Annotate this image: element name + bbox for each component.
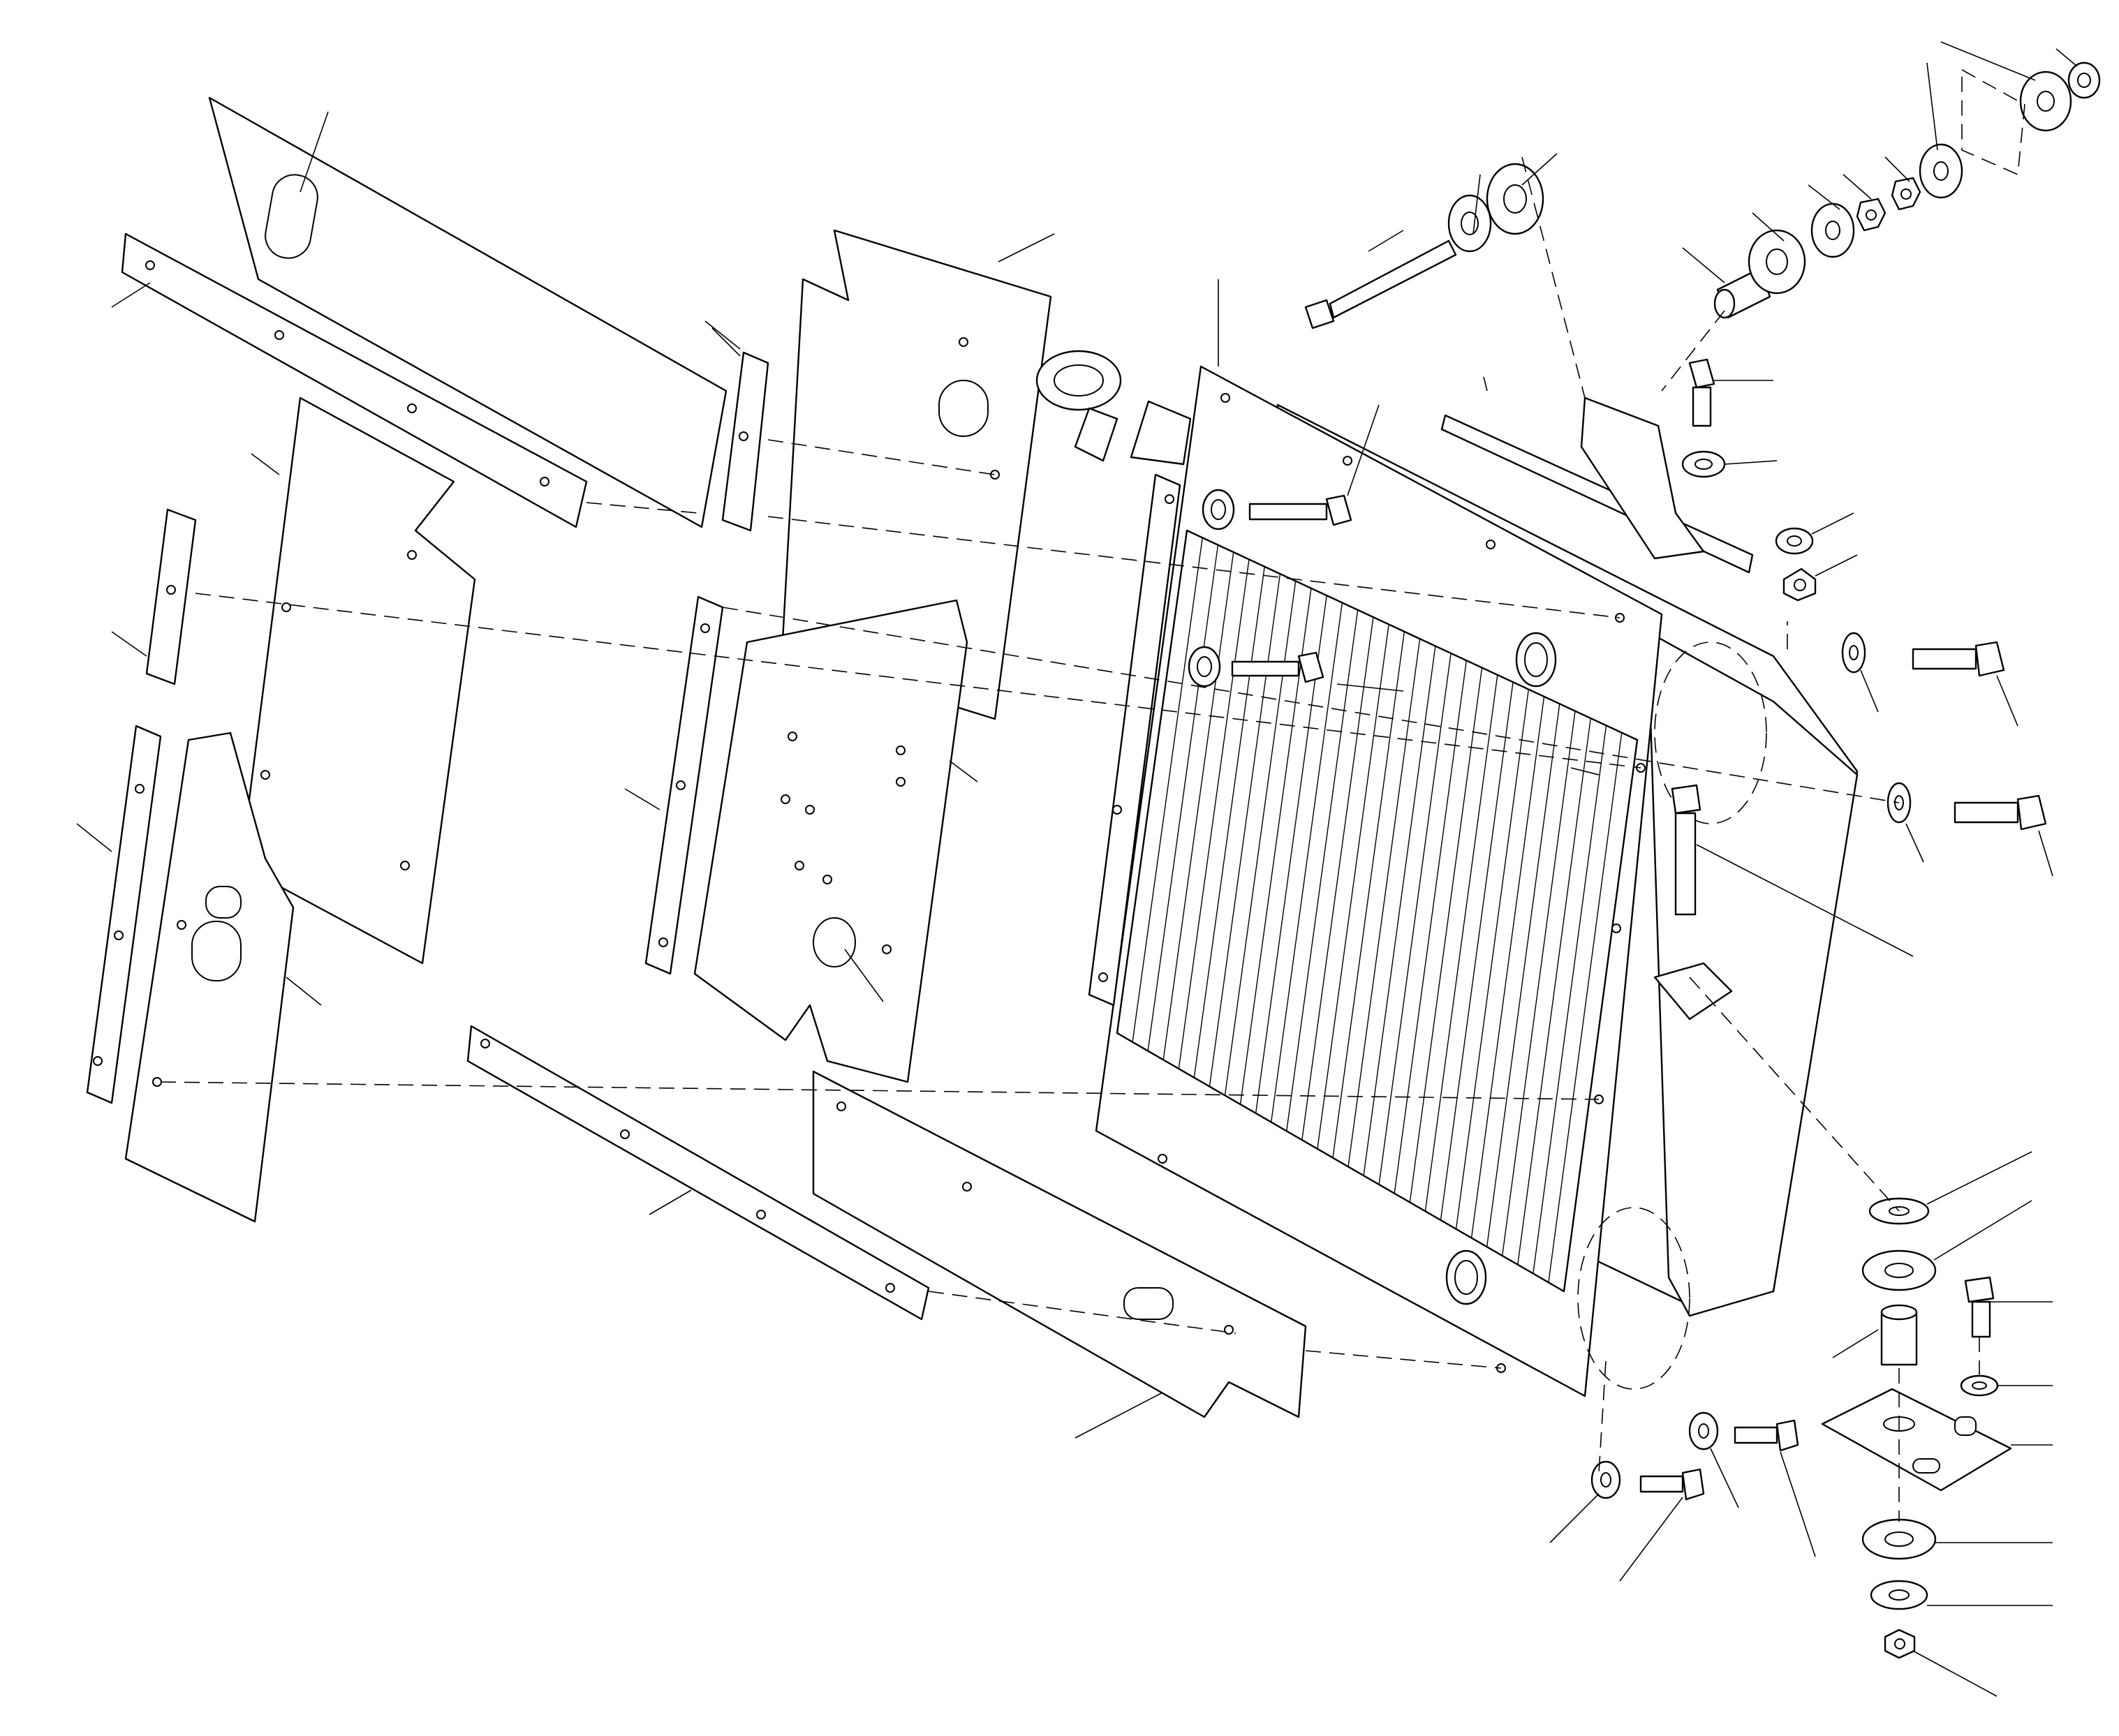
bolt-right-1 [1912,641,2005,677]
radiator-fin [1548,732,1623,1283]
radiator-fin [1440,682,1514,1221]
center-long-strip [624,595,724,975]
radiator-fin [1162,551,1234,1060]
radiator-fin [1378,653,1452,1185]
mounting-foot-plate [1821,1388,2012,1492]
radiator-fin [1255,595,1327,1113]
radiator-fin [1301,617,1374,1141]
rubber-mount-top [1748,229,1806,295]
washer-bottom-1 [1590,1460,1621,1499]
upper-hose-stub [1515,632,1557,688]
radiator-fin [1178,559,1250,1069]
nut-top-c [2067,61,2101,99]
washer-bottom-2 [1688,1411,1719,1451]
radiator-fin [1286,609,1359,1132]
assembly-lines [160,156,1980,1522]
nut-top-a [1856,198,1887,232]
radiator-fin [1563,739,1638,1292]
spacer-sleeve-lower [1880,1304,1918,1366]
radiator-fin [1317,624,1389,1149]
radiator-fin [1424,674,1498,1212]
flange-bolt-bottom-2 [1734,1419,1799,1452]
radiator-fin [1394,660,1468,1194]
radiator-fin [1502,711,1576,1256]
hex-nut-right-2 [1782,567,1817,602]
flange-bolt-bottom-1 [1639,1468,1705,1501]
washer-lower-large [1870,1580,1928,1610]
rubber-mount-lower-3 [1861,1518,1937,1560]
long-vertical-bolt [1671,784,1701,916]
long-strip-left [76,725,162,1104]
radiator-fin [1486,704,1560,1247]
radiator-fin [1270,602,1343,1122]
upper-baffle-plate [208,96,728,528]
washer-top-b [1919,143,1963,199]
washer-right-1 [1841,632,1866,674]
radiator-fin [1348,639,1421,1167]
center-lower-plate [693,599,978,1083]
hex-nut-lower [1884,1629,1916,1659]
top-washer-2 [1486,163,1544,235]
bottom-plate [812,1070,1307,1439]
bolt-right-2 [1954,794,2047,831]
nut-top-b [1891,177,1921,211]
radiator-fin [1409,667,1483,1203]
radiator-fin [1455,689,1530,1229]
radiator-fin [1209,573,1281,1087]
lower-hose-stub [1445,1249,1487,1305]
radiator-fin [1533,725,1607,1274]
washer-top-a [1810,202,1855,258]
rubber-mount-lower-2 [1861,1249,1937,1291]
radiator-fin [1332,631,1405,1158]
filler-neck [1035,279,1219,466]
flange-bolt-upper [1681,358,1726,478]
short-strip-left [111,508,197,685]
washer-top-c [2019,71,2072,132]
support-bracket [1440,376,1754,1021]
washer-lower-small [1960,1374,1999,1397]
radiator-fin [1116,530,1188,1034]
radiator-fin [1132,537,1203,1042]
radiator-fin [1193,566,1265,1078]
lower-side-panel [124,732,322,1223]
radiator-core [1088,365,1859,1397]
leader-lines [704,41,2078,1697]
center-short-strip [711,327,769,532]
bottom-strip [466,1025,930,1321]
radiator-fins [1116,530,1638,1292]
radiator-fin [1517,718,1591,1265]
radiator-fin [1363,646,1436,1176]
hex-nut-right-1 [1775,527,1814,555]
radiator-fin [1470,696,1545,1238]
flange-bolt-lower [1964,1276,1995,1338]
radiator-fin [1147,544,1219,1051]
upper-mounting-strip [111,232,588,528]
upper-mount-bolt [1202,489,1352,531]
long-bolt [1304,230,1457,329]
lower-mount-bolt [1188,646,1324,688]
top-washer-1 [1447,194,1492,253]
